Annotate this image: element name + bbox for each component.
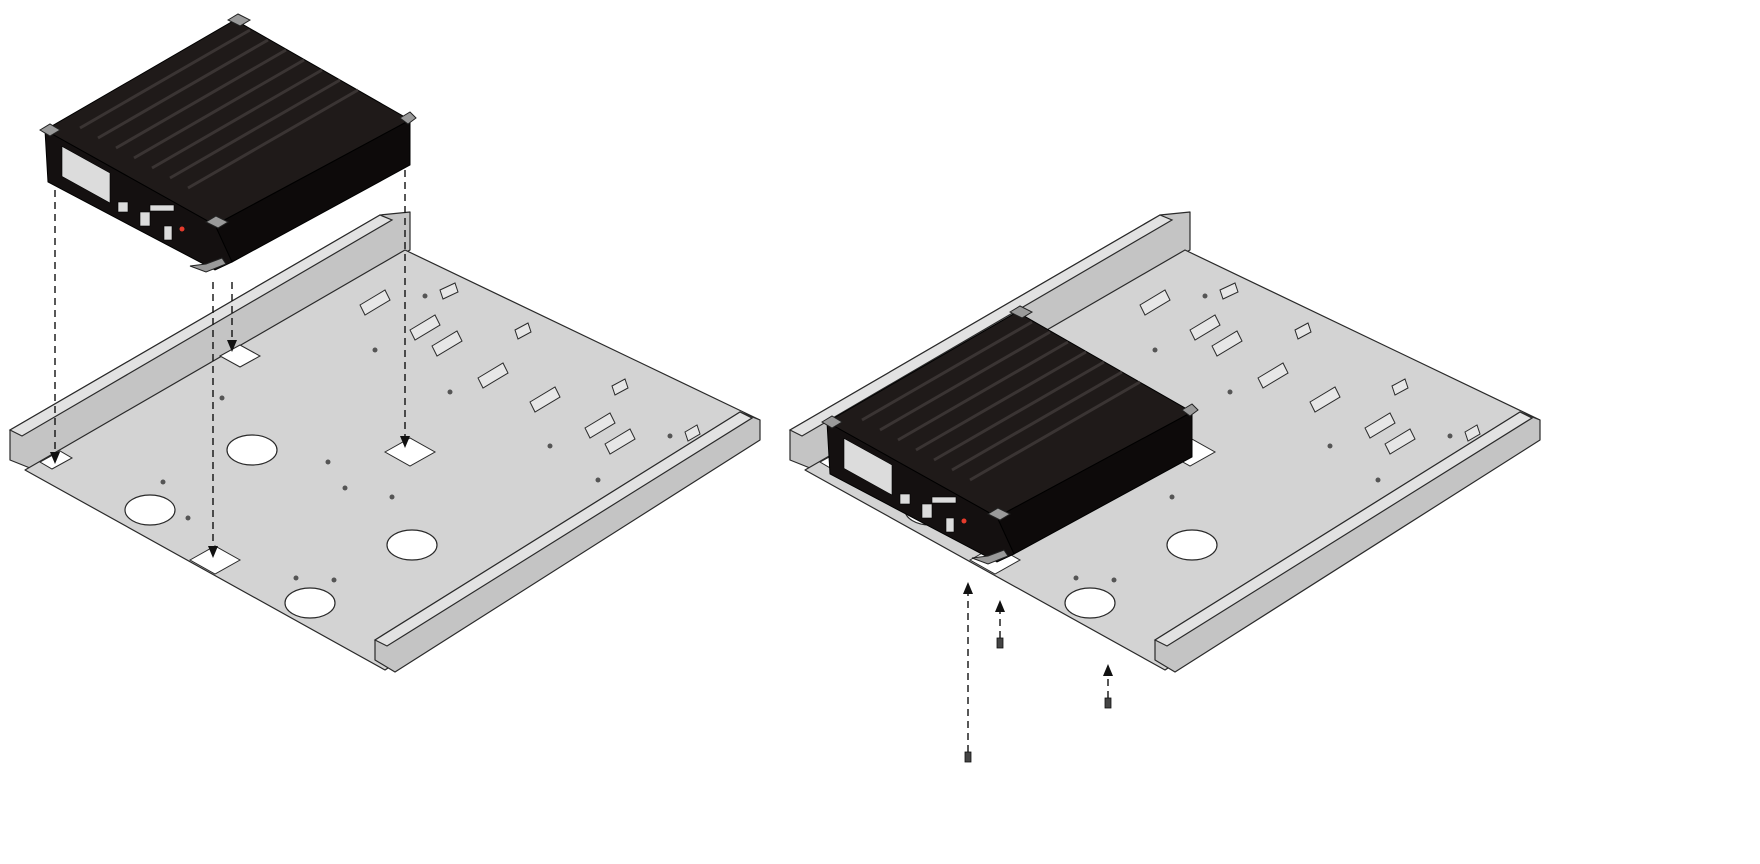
screw-guides: [963, 582, 1113, 763]
arrow-down-icon: [50, 452, 60, 464]
alignment-guides: [50, 170, 410, 558]
screw-icon: [1104, 697, 1112, 709]
arrow-down-icon: [400, 436, 410, 448]
arrow-down-icon: [227, 340, 237, 352]
screw-icon: [996, 637, 1004, 649]
screw-icon: [964, 751, 972, 763]
arrow-down-icon: [208, 546, 218, 558]
panel-secure-device: [789, 211, 1541, 763]
panel-align-device: [9, 12, 761, 673]
mounting-tray: [9, 211, 761, 673]
arrow-up-icon: [995, 600, 1005, 612]
arrow-up-icon: [1103, 664, 1113, 676]
arrow-up-icon: [963, 582, 973, 594]
